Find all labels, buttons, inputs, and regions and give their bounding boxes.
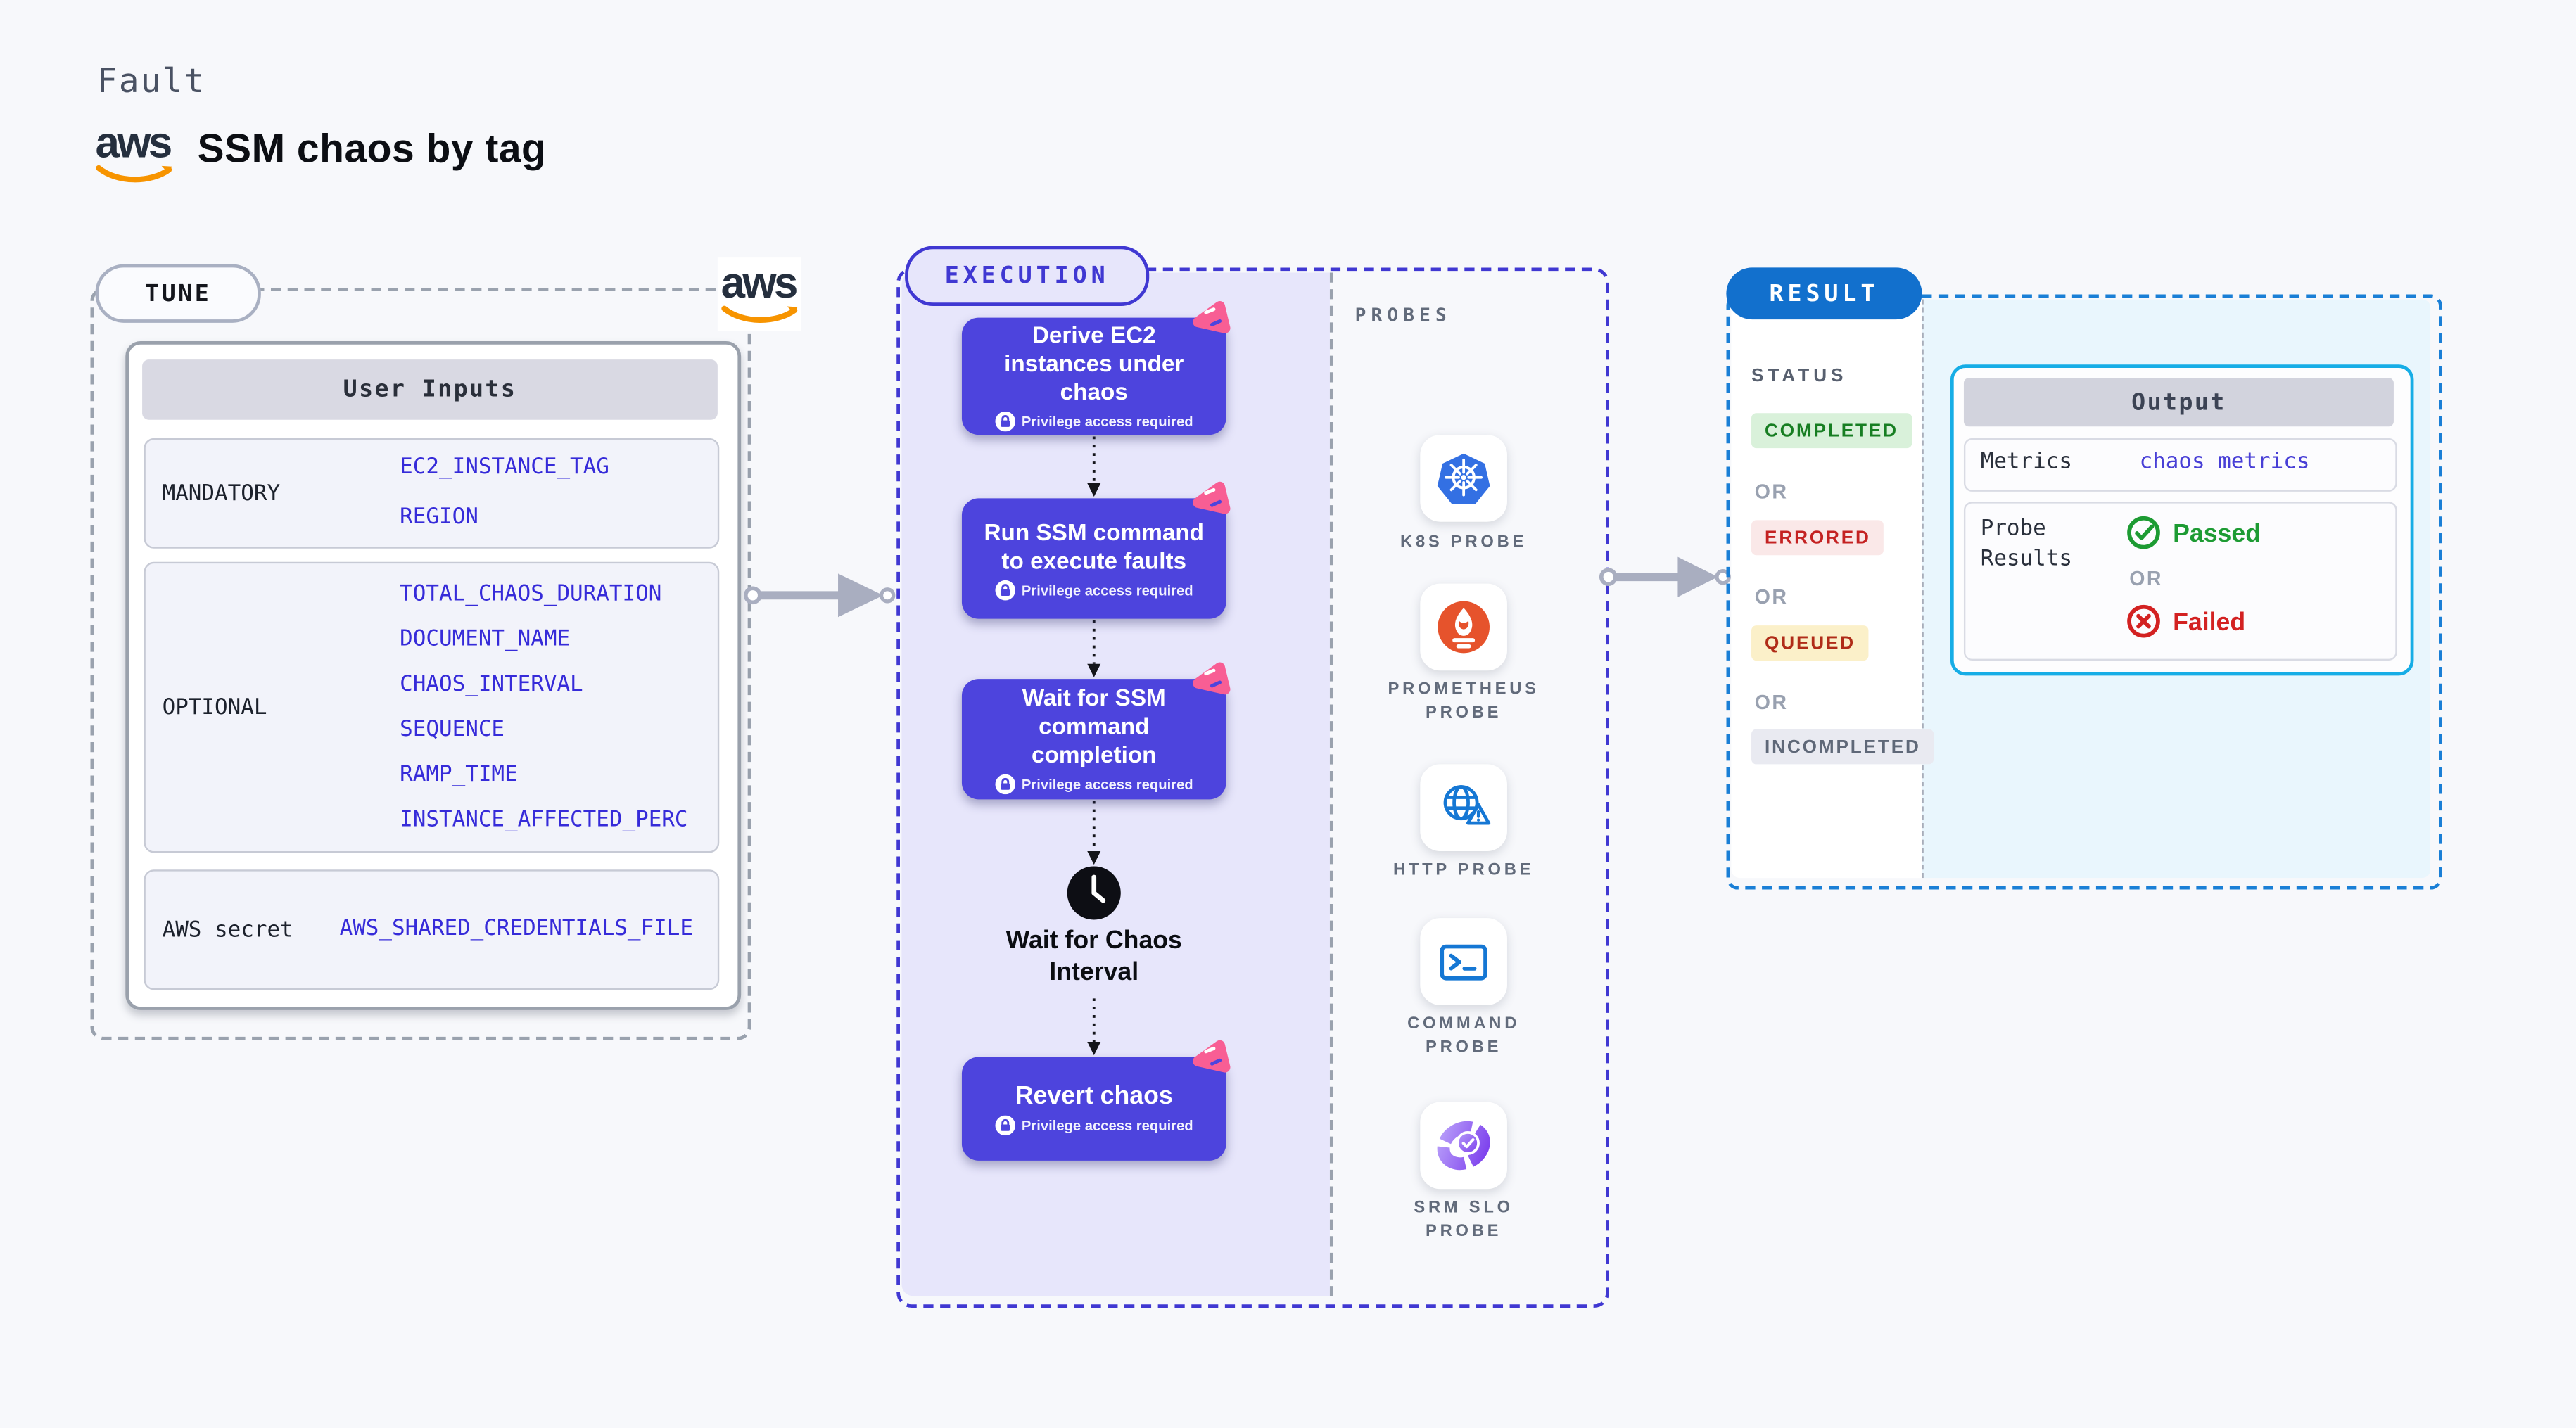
probe-card-http: [1420, 764, 1507, 852]
metrics-row: [1963, 438, 2397, 492]
input-variable: REGION: [400, 504, 478, 530]
clock-icon: [1067, 866, 1121, 920]
mandatory-row: MANDATORY EC2_INSTANCE_TAG REGION: [144, 438, 720, 549]
flow-connector: [1087, 620, 1101, 677]
flow-node-derive-ec2: Derive EC2 instances under chaos Privile…: [961, 317, 1226, 435]
probe-results-label: Probe Results: [1980, 516, 2072, 573]
terminal-icon: [1440, 944, 1487, 981]
or-separator: OR: [2129, 566, 2163, 591]
aws-swoosh-icon: [96, 165, 172, 183]
flow-node-title: Run SSM command to execute faults: [984, 517, 1205, 573]
mandatory-label: MANDATORY: [162, 480, 281, 506]
probe-label-srm-slo: SRM SLO PROBE: [1414, 1199, 1514, 1241]
flow-node-title: Derive EC2 instances under chaos: [1004, 321, 1184, 405]
input-variable: TOTAL_CHAOS_DURATION: [400, 582, 662, 607]
probes-to-result-arrow: [1599, 556, 1731, 597]
lock-icon: [994, 774, 1015, 795]
input-variable: INSTANCE_AFFECTED_PERC: [400, 808, 688, 833]
probes-heading: PROBES: [1354, 304, 1452, 326]
status-badge-completed: COMPLETED: [1751, 413, 1912, 449]
page-title: SSM chaos by tag: [197, 127, 547, 172]
chaos-fault-icon: [1193, 481, 1231, 514]
or-separator: OR: [1754, 480, 1789, 504]
aws-secret-row: AWS secret AWS_SHARED_CREDENTIALS_FILE: [144, 869, 720, 990]
kubernetes-icon: [1437, 453, 1490, 504]
aws-logo-text: aws: [95, 117, 173, 167]
result-section-box: [1726, 294, 2442, 890]
output-header: Output: [1963, 378, 2394, 427]
globe-alert-icon: [1442, 785, 1490, 825]
flow-connector: [1087, 436, 1101, 497]
passed-label: Passed: [2173, 520, 2261, 549]
optional-label: OPTIONAL: [162, 694, 267, 720]
metrics-label: Metrics: [1980, 450, 2072, 476]
user-inputs-header: User Inputs: [142, 359, 718, 420]
probe-card-srm-slo: [1420, 1102, 1507, 1190]
aws-secret-label: AWS secret: [162, 917, 293, 943]
privilege-note: Privilege access required: [1021, 581, 1193, 598]
slo-donut-icon: [1437, 1121, 1490, 1171]
privilege-note: Privilege access required: [1021, 1117, 1193, 1134]
flow-node-title: Revert chaos: [1015, 1082, 1173, 1111]
probe-card-command: [1420, 918, 1507, 1005]
flow-connector: [1087, 998, 1101, 1056]
status-badge-queued: QUEUED: [1751, 625, 1870, 661]
prometheus-icon: [1438, 601, 1490, 654]
failed-label: Failed: [2173, 608, 2246, 637]
aws-logo: aws: [96, 117, 172, 183]
lock-icon: [994, 579, 1015, 600]
input-variable: DOCUMENT_NAME: [400, 627, 571, 653]
passed-check-icon: [2127, 516, 2160, 549]
privilege-note: Privilege access required: [1021, 776, 1193, 793]
chaos-fault-icon: [1193, 662, 1231, 695]
flow-node-revert-chaos: Revert chaos Privilege access required: [961, 1057, 1226, 1161]
probe-label-prometheus: PROMETHEUS PROBE: [1388, 680, 1540, 722]
tune-badge: TUNE: [95, 264, 261, 323]
wait-for-chaos-interval-label: Wait for Chaos Interval: [1005, 926, 1182, 987]
failed-x-icon: [2127, 604, 2160, 638]
result-badge: RESULT: [1726, 267, 1922, 320]
result-status-background: [1731, 299, 1922, 879]
flow-node-run-ssm: Run SSM command to execute faults Privil…: [961, 498, 1226, 619]
optional-row: OPTIONAL TOTAL_CHAOS_DURATION DOCUMENT_N…: [144, 561, 720, 853]
flow-node-wait-ssm: Wait for SSM command completion Privileg…: [961, 679, 1226, 800]
chaos-fault-icon: [1193, 1040, 1231, 1073]
execution-section-box: [896, 267, 1609, 1308]
input-variable: CHAOS_INTERVAL: [400, 672, 583, 698]
aws-logo-text: aws: [721, 257, 799, 308]
lock-icon: [994, 411, 1015, 432]
or-separator: OR: [1754, 690, 1789, 715]
tune-section-box: [90, 287, 751, 1040]
execution-badge: EXECUTION: [905, 246, 1150, 307]
input-variable: RAMP_TIME: [400, 763, 518, 788]
status-heading: STATUS: [1751, 366, 1848, 387]
aws-swoosh-icon: [721, 305, 798, 323]
probe-label-k8s: K8S PROBE: [1400, 533, 1528, 552]
input-variable: EC2_INSTANCE_TAG: [400, 454, 609, 480]
probe-results-row: [1963, 502, 2397, 661]
or-separator: OR: [1754, 585, 1789, 609]
probe-card-k8s: [1420, 435, 1507, 522]
input-variable: AWS_SHARED_CREDENTIALS_FILE: [339, 916, 693, 942]
flow-node-title: Wait for SSM command completion: [1022, 684, 1166, 768]
probe-label-command: COMMAND PROBE: [1407, 1015, 1521, 1057]
aws-logo-tune: aws: [717, 257, 801, 331]
input-variable: SEQUENCE: [400, 717, 505, 743]
probe-label-http: HTTP PROBE: [1392, 861, 1535, 880]
tune-to-execution-arrow: [743, 573, 896, 618]
status-badge-incompleted: INCOMPLETED: [1751, 729, 1934, 765]
privilege-note: Privilege access required: [1021, 413, 1193, 430]
metrics-value: chaos metrics: [2139, 450, 2310, 476]
fault-kind-label: Fault: [96, 60, 206, 101]
status-badge-errored: ERRORED: [1751, 520, 1884, 556]
lock-icon: [994, 1115, 1015, 1136]
flow-connector: [1087, 801, 1101, 865]
execution-probes-divider: [1329, 272, 1333, 1296]
chaos-fault-icon: [1193, 301, 1231, 333]
probe-card-prometheus: [1420, 583, 1507, 671]
